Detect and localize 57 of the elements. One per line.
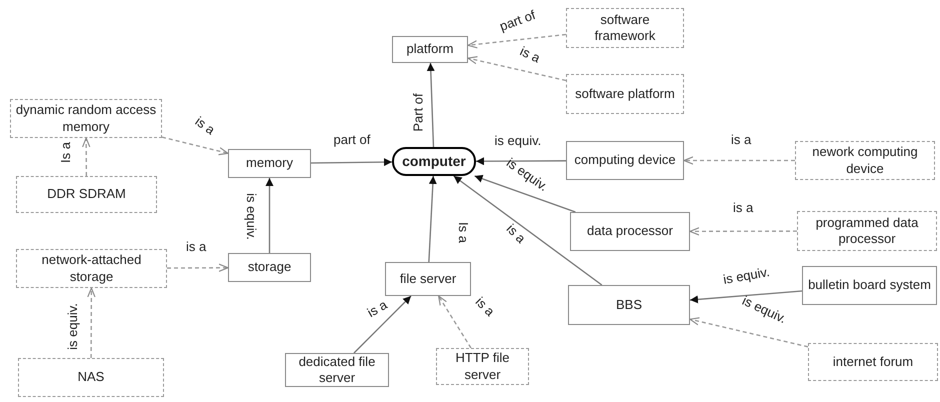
concept-box: storage — [228, 253, 311, 282]
edge-label: is equiv. — [722, 264, 770, 286]
arrow — [82, 137, 90, 176]
related-concept-box: NAS — [18, 358, 164, 397]
edge-label: is a — [731, 132, 752, 146]
related-concept-box: dynamic random access memory — [10, 99, 162, 138]
arrow — [476, 157, 566, 166]
edge-label: part of — [334, 132, 370, 146]
related-concept-box: nework computing device — [795, 141, 935, 180]
related-concept-box: internet forum — [808, 343, 938, 381]
concept-box: memory — [228, 149, 311, 178]
arrow — [467, 34, 566, 48]
concept-box: bulletin board system — [802, 266, 937, 305]
edge-label: is equiv. — [244, 192, 258, 240]
related-concept-box: DDR SDRAM — [16, 176, 157, 213]
edge-label: is equiv. — [494, 134, 542, 146]
arrow — [311, 158, 392, 166]
related-concept-box: programmed data processor — [797, 211, 937, 251]
concept-box: platform — [392, 36, 468, 63]
edge-label: Is a — [456, 222, 470, 242]
arrow — [689, 317, 808, 348]
arrow — [266, 178, 274, 253]
edge-label: is a — [733, 200, 754, 214]
concept-box: BBS — [568, 285, 690, 325]
related-concept-box: software platform — [566, 74, 684, 114]
concept-box: file server — [385, 262, 471, 296]
arrow — [689, 227, 797, 236]
edge-label: is a — [473, 294, 497, 318]
arrow — [354, 296, 412, 354]
related-concept-box: software framework — [566, 8, 684, 48]
arrow — [426, 62, 435, 148]
arrow — [162, 136, 229, 156]
arrow — [87, 287, 96, 358]
related-concept-box: HTTP file server — [436, 348, 529, 385]
edge-label: Is a — [58, 142, 72, 162]
concept-box: dedicated file server — [285, 353, 389, 387]
edge-label: is a — [186, 240, 206, 252]
arrow — [690, 290, 802, 304]
arrow — [467, 56, 566, 82]
edge-label: Part of — [412, 92, 425, 132]
arrow — [428, 176, 437, 262]
edge-label: part of — [497, 8, 536, 32]
arrow — [683, 156, 795, 165]
edge-label: is a — [193, 114, 218, 136]
arrow — [474, 174, 576, 213]
arrow — [438, 295, 472, 348]
edge-label: is equiv. — [740, 293, 788, 325]
related-concept-box: network-attached storage — [16, 249, 167, 288]
edge-label: is equiv. — [65, 302, 78, 350]
concept-box: data processor — [570, 212, 690, 251]
arrow — [167, 264, 229, 272]
central-concept-box: computer — [392, 147, 476, 176]
edge-label: is a — [365, 297, 390, 319]
arrow — [453, 175, 602, 286]
concept-box: computing device — [566, 141, 684, 180]
edge-label: is a — [504, 221, 528, 245]
edge-label: is a — [518, 44, 542, 64]
